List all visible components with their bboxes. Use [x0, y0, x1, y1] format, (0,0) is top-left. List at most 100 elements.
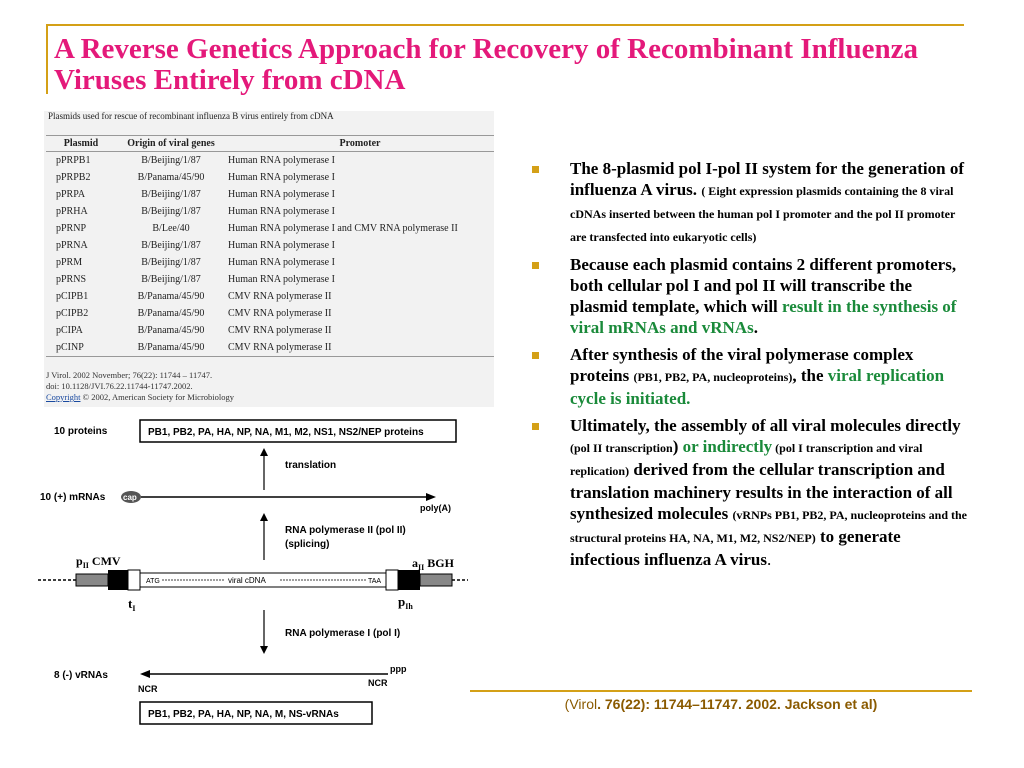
citation-rule [470, 690, 972, 692]
table-row: pPRNP B/Lee/40 Human RNA polymerase I and … [46, 220, 494, 237]
pol2-label: RNA polymerase II (pol II) [285, 525, 406, 536]
taa-label: TAA [368, 578, 381, 585]
header-promoter: Promoter [226, 135, 494, 152]
plasmid-cell: pPRNP [56, 223, 87, 234]
bullet-marker [532, 423, 539, 430]
pol1-arrowhead [260, 646, 268, 654]
vrnas-label: 8 (-) vRNAs [54, 670, 108, 681]
ncr-right-label: NCR [368, 678, 388, 688]
origin-cell: B/Beijing/1/87 [141, 274, 201, 285]
pih-label: pIh [398, 594, 413, 611]
promoter-cell: Human RNA polymerase I [228, 206, 335, 217]
proteins-box-text: PB1, PB2, PA, HA, NP, NA, M1, M2, NS1, N… [148, 427, 424, 438]
plasmid-cell: pPRPA [56, 189, 86, 200]
splicing-label: (splicing) [285, 539, 329, 550]
origin-cell: B/Beijing/1/87 [141, 155, 201, 166]
table-caption: Plasmids used for rescue of recombinant … [48, 111, 334, 121]
origin-cell: B/Beijing/1/87 [141, 257, 201, 268]
origin-cell: B/Panama/45/90 [137, 308, 205, 319]
citation: (Virol. 76(22): 11744–11747. 2002. Jacks… [564, 696, 878, 712]
origin-cell: B/Panama/45/90 [137, 342, 205, 353]
promoter-cell: CMV RNA polymerase II [228, 291, 332, 302]
title-left-rule [46, 24, 48, 94]
reverse-genetics-diagram: 10 proteins PB1, PB2, PA, HA, NP, NA, M1… [38, 419, 468, 725]
ref-journal: J Virol. 2002 November; 76(22): 11744 – … [46, 370, 213, 380]
aII-bgh-label: aII BGH [412, 556, 455, 572]
promoter-cell: Human RNA polymerase I [228, 274, 335, 285]
table-row: pPRPB2 B/Panama/45/90 Human RNA polymerase… [46, 169, 494, 186]
plasmid-cell: pCIPB2 [56, 308, 89, 319]
bullet-marker [532, 166, 539, 173]
origin-cell: B/Panama/45/90 [137, 172, 205, 183]
table-row: pPRHA B/Beijing/1/87 Human RNA polymerase … [46, 203, 494, 220]
promoter-cell: Human RNA polymerase I [228, 189, 335, 200]
viral-cdna-label: viral cDNA [228, 576, 266, 585]
origin-cell: B/Beijing/1/87 [141, 206, 201, 217]
table-row: pCIPB1 B/Panama/45/90 CMV RNA polymerase I… [46, 288, 494, 305]
plasmid-cell: pCIPB1 [56, 291, 89, 302]
pol2-arrowhead [260, 513, 268, 521]
title-top-rule [46, 24, 964, 26]
translation-arrowhead [260, 448, 268, 456]
header-origin: Origin of viral genes [116, 135, 226, 152]
bullet-marker [532, 262, 539, 269]
mrnas-label: 10 (+) mRNAs [40, 492, 106, 503]
table-header-row: Plasmid Origin of viral genes Promoter [46, 135, 494, 152]
bullet-item-2: Because each plasmid contains 2 differen… [532, 254, 972, 338]
header-plasmid: Plasmid [46, 135, 116, 152]
table-panel [44, 111, 494, 407]
bullet-marker [532, 352, 539, 359]
ref-copyright: Copyright © 2002, American Society for M… [46, 392, 234, 403]
proteins-box [139, 419, 457, 443]
vrna-arrowhead [140, 670, 150, 678]
pol1-label: RNA polymerase I (pol I) [285, 628, 400, 639]
cap-ellipse [121, 491, 141, 503]
bullet-list: The 8-plasmid pol I-pol II system for th… [532, 158, 972, 576]
bgh-block [419, 573, 453, 587]
origin-cell: B/Panama/45/90 [137, 291, 205, 302]
table-reference: J Virol. 2002 November; 76(22): 11744 – … [46, 370, 234, 403]
promoter-cell: Human RNA polymerase I [228, 172, 335, 183]
plasmid-table: Plasmid Origin of viral genes Promoter p… [46, 135, 494, 357]
mrna-arrowhead [426, 493, 436, 501]
origin-cell: B/Beijing/1/87 [141, 240, 201, 251]
table-row: pCIPA B/Panama/45/90 CMV RNA polymerase II [46, 322, 494, 339]
vrnas-box [139, 701, 373, 725]
plasmid-cell: pPRHA [56, 206, 88, 217]
slide-title: A Reverse Genetics Approach for Recovery… [54, 33, 918, 96]
proteins-label: 10 proteins [54, 426, 108, 437]
plasmid-cell: pCIPA [56, 325, 83, 336]
promoter-cell: CMV RNA polymerase II [228, 325, 332, 336]
copyright-text: © 2002, American Society for Microbiolog… [80, 392, 235, 402]
ref-doi: doi: 10.1128/JVI.76.22.11744-11747.2002. [46, 381, 193, 391]
plasmid-cell: pCINP [56, 342, 84, 353]
cap-label: cap [123, 493, 137, 502]
origin-cell: B/Panama/45/90 [137, 325, 205, 336]
promoter-cell: Human RNA polymerase I and CMV RNA polym… [228, 223, 458, 234]
cmv-promoter-block [75, 573, 109, 587]
plasmid-cell: pPRPB2 [56, 172, 91, 183]
bullet-item-1: The 8-plasmid pol I-pol II system for th… [532, 158, 972, 248]
pII-cmv-label: pII CMV [76, 554, 121, 570]
plasmid-cell: pPRNS [56, 274, 87, 285]
copyright-link[interactable]: Copyright [46, 392, 81, 402]
table-row: pPRNS B/Beijing/1/87 Human RNA polymerase … [46, 271, 494, 288]
origin-cell: B/Lee/40 [152, 223, 190, 234]
pol1-promoter-block [398, 570, 420, 590]
vrnas-box-text: PB1, PB2, PA, HA, NP, NA, M, NS-vRNAs [148, 709, 339, 720]
t1-block [127, 569, 141, 591]
bullet-item-3: After synthesis of the viral polymerase … [532, 344, 972, 409]
atg-label: ATG [146, 578, 160, 585]
pol2-promoter-block [108, 570, 128, 590]
promoter-cell: Human RNA polymerase I [228, 155, 335, 166]
promoter-cell: Human RNA polymerase I [228, 257, 335, 268]
t1-label: tI [128, 596, 135, 613]
ppp-label: ppp [390, 664, 407, 674]
ncr-left-label: NCR [138, 684, 158, 694]
